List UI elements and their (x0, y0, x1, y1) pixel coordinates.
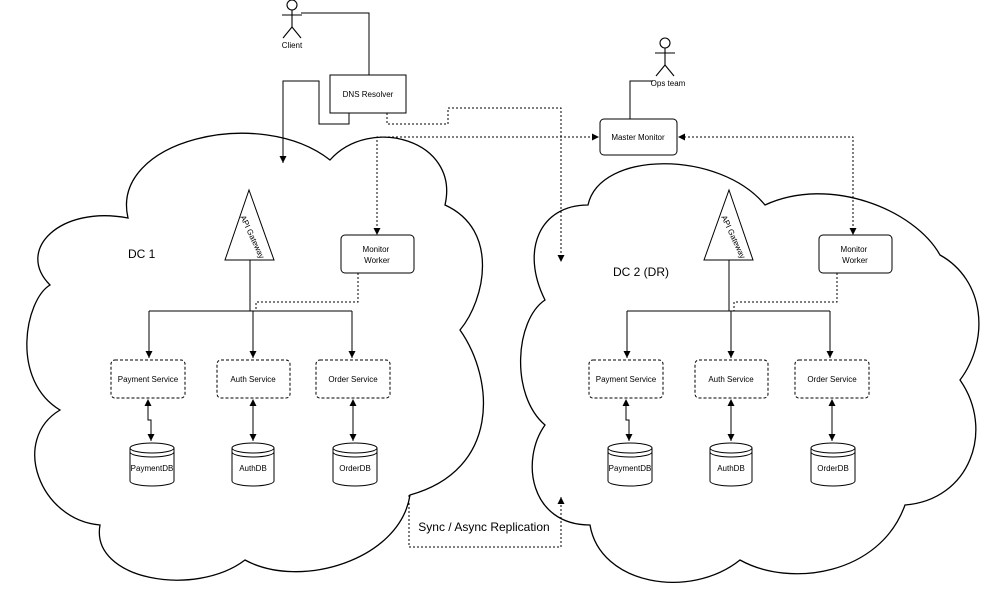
dc1-monitor-worker-box[interactable] (340, 234, 415, 274)
dc2-monitor-worker-label: Monitor Worker (841, 245, 870, 265)
dc1-order-service-box[interactable] (315, 359, 391, 399)
monitor-ops-connector (629, 80, 653, 119)
dc2-orderdb-label: OrderDB (817, 464, 849, 473)
client-label: Client (282, 41, 303, 50)
replication-connector (408, 495, 565, 548)
dc2-paymentdb-label: PaymentDB (609, 464, 652, 473)
dc1-label: DC 1 (128, 247, 156, 261)
dns-resolver-box[interactable] (329, 74, 407, 114)
dc2-authdb-icon[interactable] (709, 442, 753, 487)
dc1-orderdb-icon[interactable] (332, 442, 378, 487)
dc1-payment-db-link (144, 399, 155, 441)
dc1-authdb-icon[interactable] (231, 442, 275, 487)
dc2-payment-service-box[interactable] (588, 359, 664, 399)
dc2-order-service-label: Order Service (807, 375, 857, 384)
dc2-authdb-label: AuthDB (717, 464, 745, 473)
dc1-authdb-label: AuthDB (239, 464, 267, 473)
dc2-monitor-worker-line2: Worker (842, 256, 868, 265)
master-monitor-label: Master Monitor (611, 133, 665, 142)
dc2-payment-db-link (622, 399, 633, 441)
master-monitor-box[interactable] (599, 118, 678, 156)
client-actor-icon (282, 0, 302, 39)
dc1-paymentdb-icon[interactable] (129, 442, 175, 487)
dc1-worker-to-services (255, 273, 359, 311)
dc1-order-service-label: Order Service (328, 375, 378, 384)
replication-label: Sync / Async Replication (418, 520, 549, 534)
client-dns-connector (301, 12, 370, 75)
dc1-payment-service-label: Payment Service (118, 375, 179, 384)
dc2-auth-service-label: Auth Service (708, 375, 754, 384)
dns-resolver-label: DNS Resolver (343, 90, 394, 99)
dc2-worker-to-services (733, 273, 838, 311)
master-dc2-worker-connector (678, 133, 857, 235)
dc1-payment-service-box[interactable] (110, 359, 186, 399)
dc2-paymentdb-icon[interactable] (607, 442, 653, 487)
dc1-auth-service-label: Auth Service (230, 375, 276, 384)
dc1-monitor-worker-label: Monitor Worker (363, 245, 392, 265)
dc1-monitor-worker-line1: Monitor (363, 245, 390, 254)
dc1-auth-service-box[interactable] (216, 359, 291, 399)
dc1-cloud (26, 132, 484, 581)
dc2-auth-service-box[interactable] (694, 359, 769, 399)
dc1-orderdb-label: OrderDB (339, 464, 371, 473)
dc1-paymentdb-label: PaymentDB (131, 464, 174, 473)
ops-team-actor-icon (655, 37, 675, 77)
dns-dc2-connector (386, 107, 565, 262)
dc1-monitor-worker-line2: Worker (364, 256, 390, 265)
ops-team-label: Ops team (651, 79, 686, 88)
dc2-payment-service-label: Payment Service (596, 375, 657, 384)
dc2-monitor-worker-box[interactable] (818, 234, 893, 274)
dns-dc1-connector (279, 80, 350, 163)
dc2-orderdb-icon[interactable] (810, 442, 856, 487)
dc2-label: DC 2 (DR) (613, 265, 669, 279)
dc2-monitor-worker-line1: Monitor (841, 245, 868, 254)
dc2-order-service-box[interactable] (794, 359, 870, 399)
master-dc1-worker-connector (373, 133, 599, 235)
